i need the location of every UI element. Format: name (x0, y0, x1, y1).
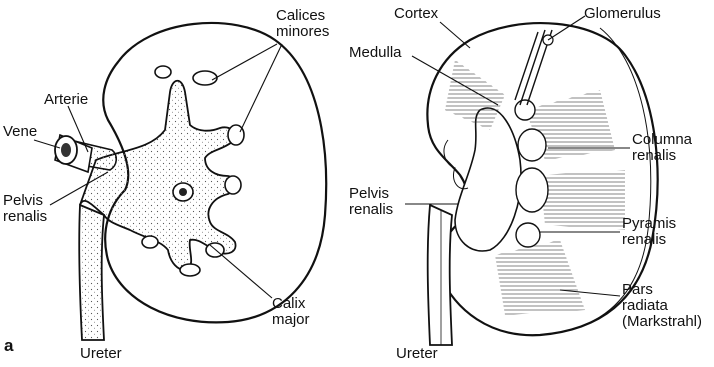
right-kidney (405, 16, 658, 345)
label-medulla: Medulla (349, 45, 402, 61)
label-columna-renalis-line1: Columna (632, 132, 692, 148)
label-vene: Vene (3, 124, 37, 140)
label-glomerulus: Glomerulus (584, 6, 661, 22)
columna-3 (516, 223, 540, 247)
label-calices-minores-line2: minores (276, 24, 329, 40)
label-pyramis-renalis-line1: Pyramis (622, 216, 676, 232)
calyx-minor-8 (180, 264, 200, 276)
label-pelvis-renalis-right: Pelvis renalis (349, 186, 393, 218)
right-ureter (428, 205, 452, 345)
panel-label: a (4, 338, 13, 354)
label-pelvis-renalis-right-line2: renalis (349, 202, 393, 218)
label-ureter-right: Ureter (396, 346, 438, 362)
label-ureter-left: Ureter (80, 346, 122, 362)
label-calix-major-line2: major (272, 312, 310, 328)
label-pelvis-renalis-left-line1: Pelvis (3, 193, 47, 209)
label-calix-major-line1: Calix (272, 296, 310, 312)
label-arterie: Arterie (44, 92, 88, 108)
columna-4 (515, 100, 535, 120)
label-pelvis-renalis-right-line1: Pelvis (349, 186, 393, 202)
calyx-minor-7 (142, 236, 158, 248)
calyx-minor-4 (225, 176, 241, 194)
columna-2 (516, 168, 548, 212)
left-ureter (79, 205, 104, 340)
label-pars-radiata-line2: radiata (622, 298, 702, 314)
columna-1 (518, 129, 546, 161)
label-columna-renalis: Columna renalis (632, 132, 692, 164)
label-cortex: Cortex (394, 6, 438, 22)
label-pelvis-renalis-left-line2: renalis (3, 209, 47, 225)
left-kidney (34, 23, 326, 340)
label-calix-major: Calix major (272, 296, 310, 328)
label-pars-radiata: Pars radiata (Markstrahl) (622, 282, 702, 330)
calyx-minor-5-hole (179, 188, 187, 196)
label-pars-radiata-line1: Pars (622, 282, 702, 298)
label-pyramis-renalis: Pyramis renalis (622, 216, 676, 248)
left-vein-lumen-inner (61, 143, 71, 157)
pyramid-middle (540, 170, 625, 230)
label-pars-radiata-line3: (Markstrahl) (622, 314, 702, 330)
calyx-minor-2 (155, 66, 171, 78)
label-calices-minores-line1: Calices (276, 8, 329, 24)
label-calices-minores: Calices minores (276, 8, 329, 40)
label-pyramis-renalis-line2: renalis (622, 232, 676, 248)
calyx-minor-1 (193, 71, 217, 85)
label-pelvis-renalis-left: Pelvis renalis (3, 193, 47, 225)
label-columna-renalis-line2: renalis (632, 148, 692, 164)
